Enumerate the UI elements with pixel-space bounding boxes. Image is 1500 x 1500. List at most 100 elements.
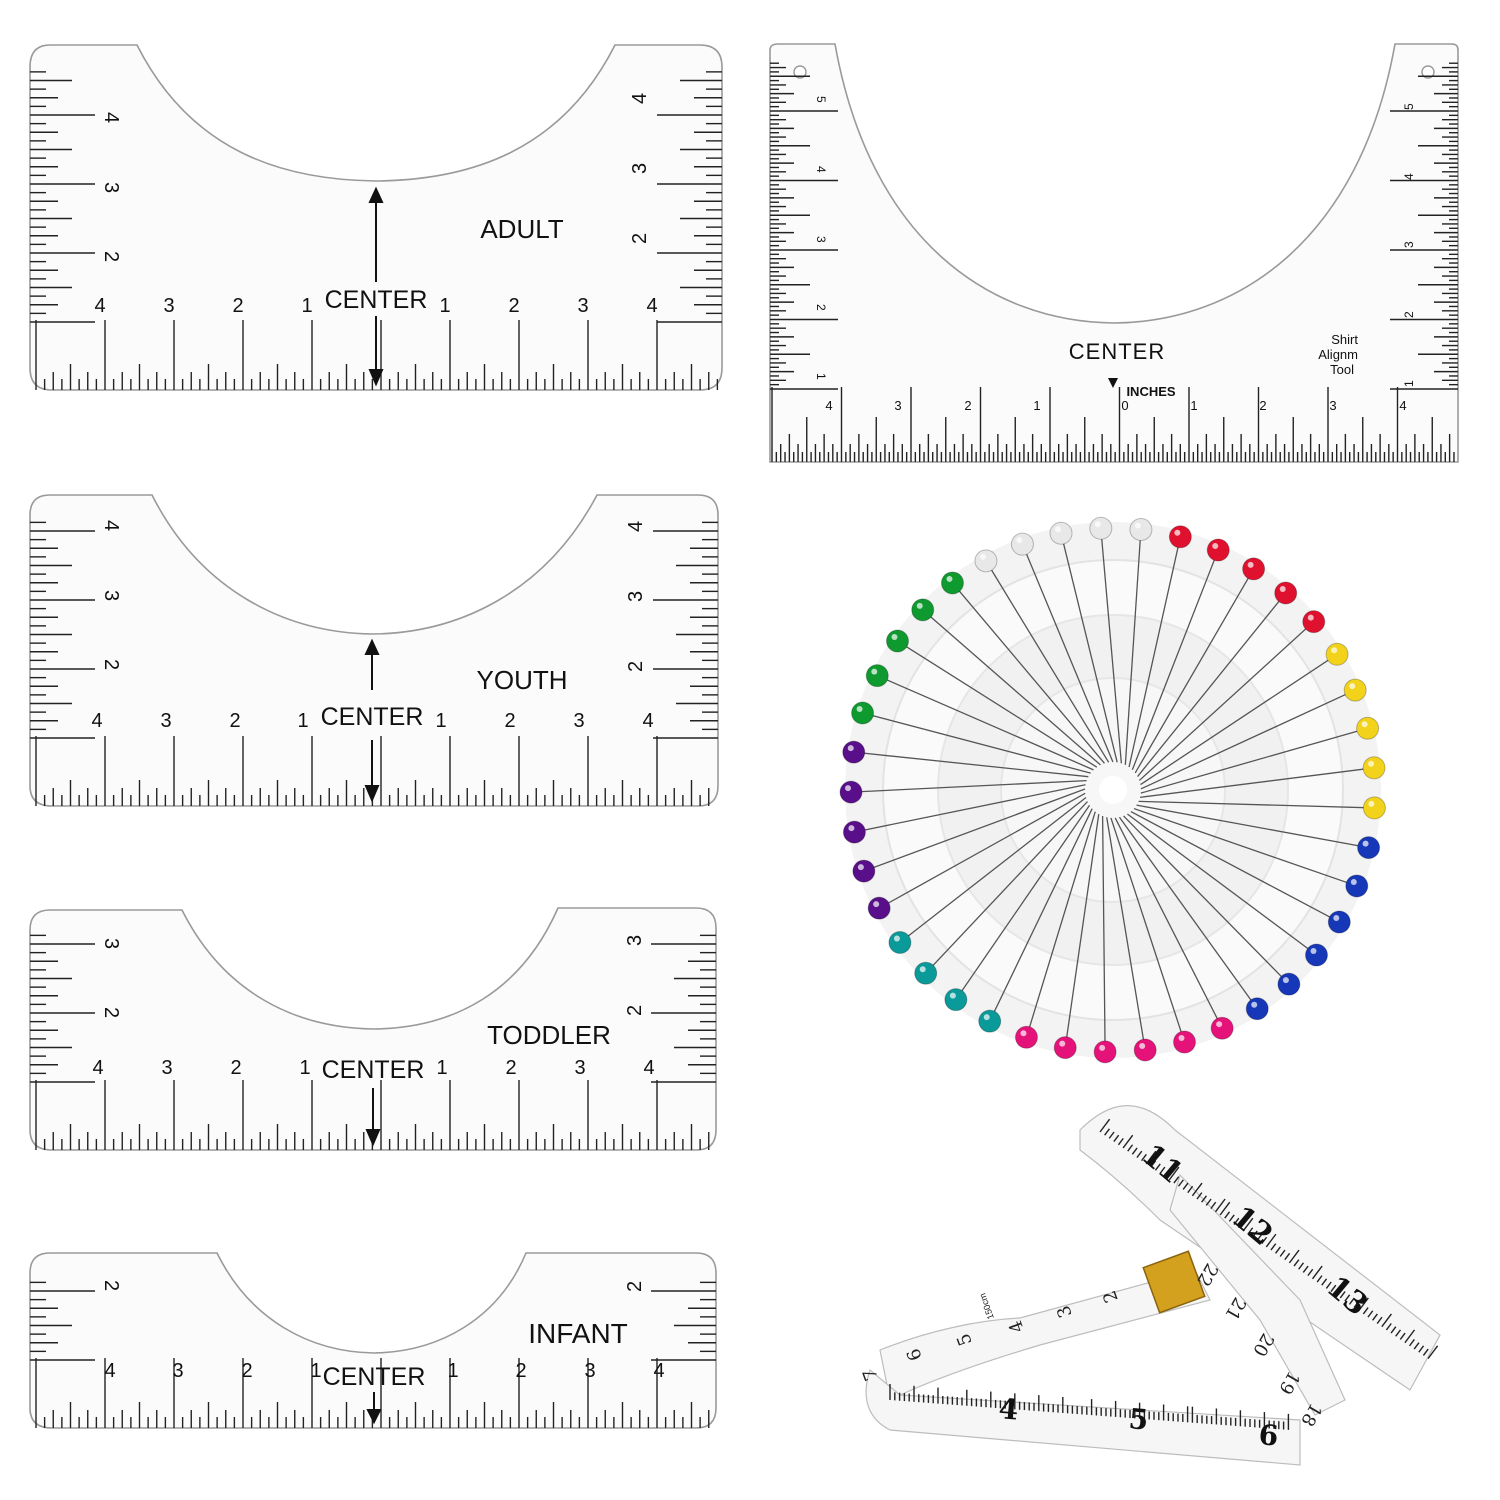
tick-mark	[1316, 1275, 1323, 1283]
tick-mark	[1201, 1195, 1207, 1203]
adult-size-label: ADULT	[480, 214, 563, 244]
tape-measure: 11 12 13 4 5 6 2 3 4 5 6 7 22 21 20 19 1…	[859, 1105, 1441, 1466]
pin-shaft	[1139, 767, 1375, 798]
pin-shaft	[899, 796, 1087, 943]
tick-mark	[1099, 1118, 1111, 1133]
tool-side-number: 5	[814, 96, 828, 103]
toddler-size-label: TODDLER	[487, 1020, 611, 1050]
pin-shaft	[1137, 592, 1287, 777]
tick-mark	[1372, 1313, 1378, 1321]
tick-mark	[1279, 1249, 1286, 1257]
tick-mark	[1256, 1233, 1263, 1241]
pin-shaft	[1123, 815, 1290, 985]
pin-shaft	[1025, 811, 1096, 1038]
adult-center-arrow	[368, 186, 384, 387]
tick-mark	[1127, 1144, 1134, 1152]
pin-head	[1014, 1025, 1038, 1049]
hang-hole-right	[1421, 65, 1435, 79]
toddler-ruler: 3 2 3 2 4 3 2 1 1 2 3 4 CENTER TODDLER	[29, 907, 717, 1151]
pin-head-highlight	[871, 668, 878, 675]
toddler-bottom-number: 4	[643, 1057, 654, 1079]
pin-head	[1133, 1038, 1157, 1062]
pin-head	[839, 780, 863, 804]
tool-unit-label: INCHES	[1126, 384, 1175, 399]
pin-shaft	[925, 801, 1088, 974]
infant-size-label: INFANT	[528, 1318, 628, 1349]
pin-head-highlight	[1282, 977, 1289, 984]
adult-bottom-number: 3	[163, 295, 174, 317]
pin-head	[1327, 910, 1351, 934]
tool-bottom-number: 4	[825, 398, 832, 413]
pin-shaft	[1114, 817, 1223, 1029]
pin-shaft	[1064, 814, 1100, 1048]
pin-head-highlight	[919, 966, 926, 973]
pin-head	[1172, 1030, 1196, 1054]
adult-bottom-number: 1	[301, 295, 312, 317]
alignment-tool-tick-marks	[770, 62, 1458, 462]
pin-shaft	[863, 788, 1086, 872]
pin-shaft	[1060, 533, 1118, 763]
youth-size-label: YOUTH	[477, 665, 568, 695]
hang-hole-left	[793, 65, 807, 79]
pin-head-highlight	[856, 705, 863, 712]
youth-tick-marks	[30, 521, 718, 806]
infant-center-label: CENTER	[323, 1363, 426, 1391]
pin-head	[944, 988, 968, 1012]
pin-shaft	[951, 582, 1105, 764]
tick-mark	[1358, 1297, 1369, 1312]
tick-mark	[1275, 1246, 1281, 1254]
tool-side-number: 1	[814, 373, 828, 380]
toddler-side-numbers-left: 3 2	[100, 938, 122, 1018]
infant-bottom-number: 1	[447, 1360, 458, 1382]
adult-side-number: 4	[629, 93, 651, 104]
pin-shaft	[1136, 804, 1369, 849]
tick-mark	[1390, 1326, 1397, 1334]
tool-bottom-number: 4	[1399, 398, 1406, 413]
tick-mark	[1168, 1166, 1180, 1181]
pin-head	[1049, 521, 1073, 545]
pin-head-highlight	[983, 1014, 990, 1021]
tick-mark	[1385, 1323, 1392, 1331]
tick-mark	[1108, 1131, 1115, 1139]
tool-bottom-number: 2	[964, 398, 971, 413]
pin-shaft	[1128, 536, 1181, 768]
tool-side-number: 5	[1402, 103, 1416, 110]
pin-head	[1053, 1036, 1077, 1060]
tape-lower-strip	[879, 1269, 1211, 1401]
pin-head-highlight	[1055, 526, 1062, 533]
pin-head-highlight	[1178, 1035, 1185, 1042]
tick-mark	[1251, 1230, 1258, 1238]
pin-head-highlight	[1361, 721, 1368, 728]
infant-side-number-left: 2	[100, 1280, 122, 1291]
tick-mark	[1284, 1252, 1291, 1261]
pin-head-highlight	[1174, 529, 1181, 536]
pin-head	[1093, 1040, 1117, 1064]
pin-head-highlight	[1016, 537, 1023, 544]
youth-bottom-number: 2	[229, 710, 240, 732]
pin-head-highlight	[1368, 800, 1375, 807]
tick-mark	[1242, 1217, 1254, 1232]
pin-shaft	[1140, 689, 1356, 790]
tick-mark	[1307, 1268, 1314, 1277]
tick-mark	[1270, 1243, 1277, 1251]
pin-head-highlight	[1139, 1043, 1146, 1050]
tool-side-number: 4	[814, 166, 828, 173]
pin-head-highlight	[1134, 522, 1141, 529]
tool-bottom-number: 1	[1033, 398, 1040, 413]
pin-head	[1362, 756, 1386, 780]
tick-mark	[1150, 1160, 1157, 1168]
tick-mark	[1173, 1176, 1180, 1184]
pin-shaft	[1138, 621, 1315, 781]
pin-shaft	[850, 779, 1087, 793]
pin-shaft	[1140, 727, 1368, 794]
pin-head-highlight	[845, 785, 852, 792]
tape-lower-numbers: 4 5 6	[997, 1392, 1279, 1453]
pin-head-highlight	[916, 602, 923, 609]
tick-mark	[1247, 1227, 1254, 1235]
adult-tick-marks	[30, 71, 722, 390]
pin-shaft	[1110, 817, 1186, 1043]
toddler-bottom-number: 1	[299, 1057, 310, 1079]
tick-mark	[1191, 1182, 1203, 1197]
tool-bottom-number: 3	[894, 398, 901, 413]
